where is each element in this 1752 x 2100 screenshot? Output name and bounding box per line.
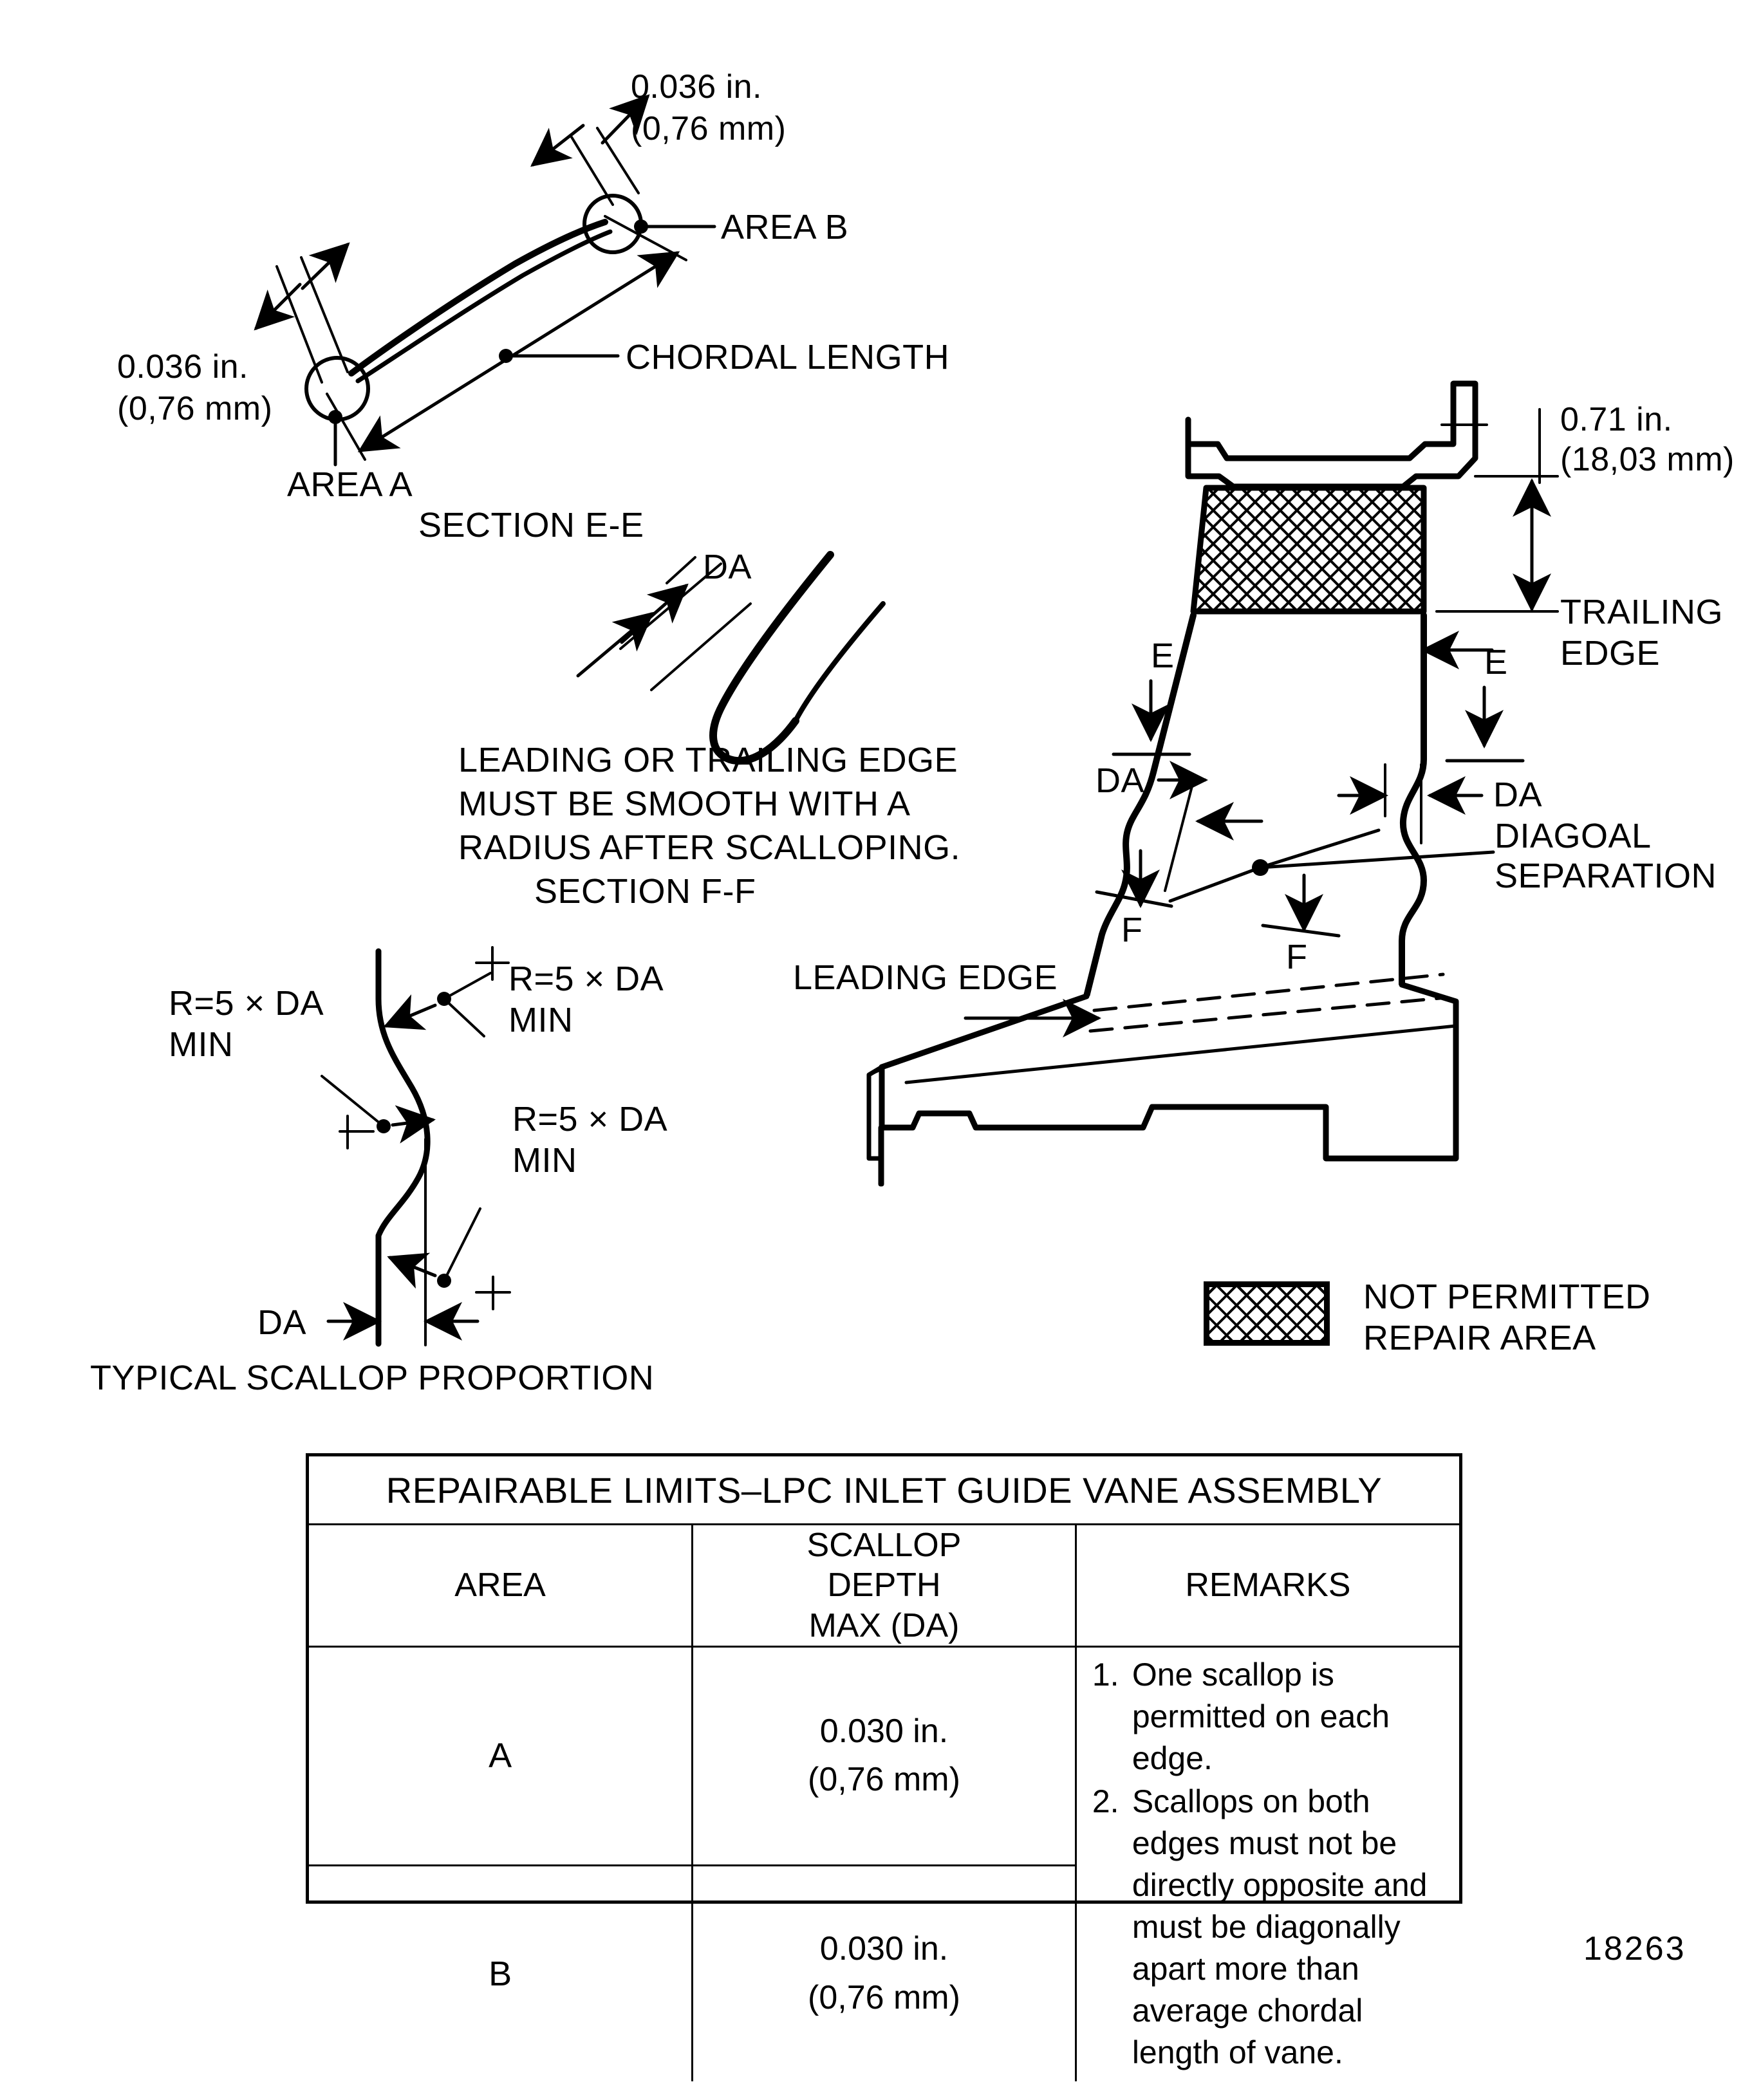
table-row: A 0.030 in. (0,76 mm) 1. One scallop is …: [309, 1646, 1459, 2082]
trailing-edge-label-line-1: TRAILING: [1560, 593, 1724, 631]
remark-text-2: Scallops on both edges must not be direc…: [1132, 1783, 1428, 2071]
remarks-list: 1. One scallop is permitted on each edge…: [1092, 1654, 1449, 2074]
vane-da-right-label: DA: [1493, 776, 1543, 814]
table-header-depth-line-1: SCALLOP: [806, 1527, 962, 1564]
diagonal-separation-line-2: SEPARATION: [1495, 857, 1717, 895]
table-header-depth-line-3: MAX (DA): [808, 1606, 960, 1644]
dim-thickness-left-inch: 0.036 in.: [117, 348, 248, 386]
vane-height-dim-inch: 0.71 in.: [1560, 401, 1673, 438]
table-cell-depth-a-mm: (0,76 mm): [808, 1761, 960, 1799]
scallop-radius-upper-line-2: MIN: [508, 1001, 573, 1039]
section-ff-note-line-3: RADIUS AFTER SCALLOPING.: [458, 828, 961, 867]
table-header-depth-line-2: DEPTH: [827, 1566, 941, 1604]
section-ee-caption: SECTION E-E: [418, 506, 644, 544]
scallop-radius-lower-line-1: R=5 × DA: [512, 1100, 668, 1138]
section-mark-e-right: E: [1484, 643, 1508, 682]
scallop-radius-left-line-2: MIN: [169, 1025, 234, 1064]
table-cell-remarks: 1. One scallop is permitted on each edge…: [1074, 1646, 1459, 2082]
section-ff-note-line-2: MUST BE SMOOTH WITH A: [458, 785, 911, 823]
table-title: REPAIRABLE LIMITS–LPC INLET GUIDE VANE A…: [309, 1456, 1459, 1525]
scallop-caption: TYPICAL SCALLOP PROPORTION: [90, 1359, 655, 1397]
section-ff-note-line-1: LEADING OR TRAILING EDGE: [458, 741, 958, 779]
table-title-row: REPAIRABLE LIMITS–LPC INLET GUIDE VANE A…: [309, 1456, 1459, 1525]
table-header-remarks: REMARKS: [1074, 1523, 1459, 1648]
section-ff-edge: [576, 551, 886, 765]
table-header-row: AREA SCALLOP DEPTH MAX (DA) REMARKS: [309, 1523, 1459, 1648]
area-a-label: AREA A: [287, 465, 413, 504]
vane-da-left-label: DA: [1095, 761, 1145, 800]
area-b-label: AREA B: [721, 208, 849, 246]
vane-height-dim-mm: (18,03 mm): [1560, 441, 1735, 478]
repairable-limits-table: REPAIRABLE LIMITS–LPC INLET GUIDE VANE A…: [306, 1453, 1462, 2082]
not-permitted-hatch-swatch: [1204, 1281, 1330, 1346]
section-ff-da-label: DA: [703, 548, 752, 586]
section-ee-airfoil: [304, 194, 648, 424]
section-mark-f-left: F: [1121, 911, 1143, 949]
dim-thickness-top-inch: 0.036 in.: [631, 68, 762, 106]
table-cell-depth-b: 0.030 in. (0,76 mm): [691, 1864, 1077, 2082]
list-item: 1. One scallop is permitted on each edge…: [1092, 1654, 1449, 1779]
remark-number-2: 2.: [1092, 1783, 1119, 1820]
scallop-radius-left-line-1: R=5 × DA: [169, 984, 324, 1023]
figure-number: 18263: [1583, 1930, 1686, 1967]
table-cell-depth-a: 0.030 in. (0,76 mm): [691, 1646, 1077, 1866]
table-header-depth: SCALLOP DEPTH MAX (DA): [691, 1523, 1077, 1648]
trailing-edge-label-line-2: EDGE: [1560, 634, 1661, 673]
legend-line-1: NOT PERMITTED: [1363, 1278, 1651, 1316]
table-cell-depth-b-mm: (0,76 mm): [808, 1978, 960, 2016]
dim-thickness-top-mm: (0,76 mm): [631, 110, 787, 147]
diagonal-separation-line-1: DIAGOAL: [1495, 817, 1652, 855]
vane-assembly-section: [866, 380, 1488, 1187]
section-mark-e-left: E: [1151, 637, 1175, 675]
dim-thickness-left-mm: (0,76 mm): [117, 390, 273, 427]
section-ff-caption: SECTION F-F: [534, 872, 756, 911]
leading-edge-label: LEADING EDGE: [793, 958, 1058, 997]
table-cell-area-b: B: [309, 1864, 694, 2082]
table-cell-depth-a-inch: 0.030 in.: [819, 1712, 949, 1750]
chordal-length-label: CHORDAL LENGTH: [626, 338, 950, 376]
scallop-radius-lower-line-2: MIN: [512, 1141, 577, 1180]
list-item: 2. Scallops on both edges must not be di…: [1092, 1781, 1449, 2074]
scallop-radius-upper-line-1: R=5 × DA: [508, 960, 664, 998]
legend-line-2: REPAIR AREA: [1363, 1319, 1596, 1357]
table-header-area: AREA: [309, 1523, 694, 1648]
scallop-da-label: DA: [257, 1303, 307, 1342]
scallop-profile: [321, 946, 511, 1347]
section-mark-f-mid: F: [1286, 938, 1308, 976]
remark-number-1: 1.: [1092, 1657, 1119, 1693]
table-cell-depth-b-inch: 0.030 in.: [819, 1930, 949, 1968]
table-row: B 0.030 in. (0,76 mm): [309, 1864, 1459, 2082]
table-cell-area-a: A: [309, 1646, 694, 1866]
remark-text-1: One scallop is permitted on each edge.: [1132, 1657, 1390, 1777]
